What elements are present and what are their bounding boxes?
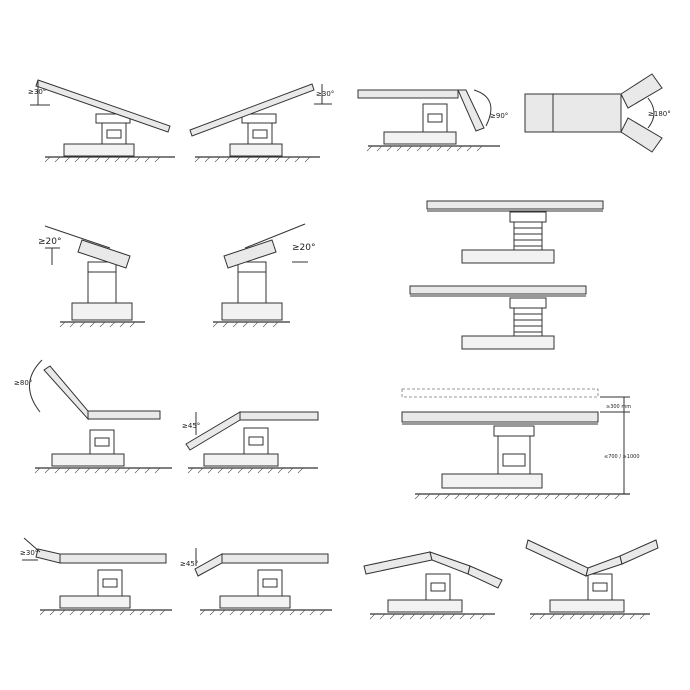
panel-back-plate-down: ≥45° bbox=[182, 411, 319, 474]
table-top bbox=[35, 79, 171, 133]
control-panel bbox=[252, 129, 268, 139]
control-panel bbox=[430, 582, 446, 592]
column-head bbox=[509, 211, 547, 223]
table-column bbox=[513, 221, 543, 251]
panel-slide-top-left bbox=[426, 200, 604, 264]
table-base bbox=[229, 143, 283, 157]
control-panel bbox=[502, 453, 526, 467]
back-plate bbox=[363, 551, 433, 575]
angle-label: ≥180° bbox=[648, 110, 671, 118]
panel-trendelenburg: ≥30° bbox=[28, 79, 175, 163]
table-base bbox=[441, 473, 543, 489]
head-plate bbox=[35, 548, 61, 564]
leg-plate bbox=[457, 89, 485, 132]
angle-label: ≥20° bbox=[292, 243, 316, 253]
angle-label: ≥90° bbox=[490, 112, 508, 120]
back-plate bbox=[525, 539, 589, 577]
table-base bbox=[71, 302, 133, 321]
table-base bbox=[383, 131, 457, 145]
table-base bbox=[549, 599, 625, 613]
angle-label: ≥30° bbox=[20, 549, 38, 557]
control-panel bbox=[94, 437, 110, 447]
angle-label: ≥30° bbox=[316, 90, 334, 98]
table-base bbox=[461, 335, 555, 350]
panel-back-plate-up: ≥80° bbox=[14, 359, 172, 474]
column-head bbox=[509, 297, 547, 309]
table-top bbox=[409, 285, 587, 295]
panel-leg-plate-down: ≥90° bbox=[357, 89, 508, 152]
table-top bbox=[401, 411, 599, 423]
table-column bbox=[87, 271, 117, 304]
table-base bbox=[387, 599, 463, 613]
column-head bbox=[241, 113, 277, 124]
table-top bbox=[59, 553, 167, 564]
table-column bbox=[237, 271, 267, 304]
table-base bbox=[51, 453, 125, 467]
table-base bbox=[219, 595, 291, 609]
table-top bbox=[223, 239, 277, 269]
panel-reflex-position bbox=[525, 539, 659, 620]
leg-plate bbox=[467, 565, 503, 589]
head-plate bbox=[524, 93, 554, 133]
panel-head-plate-down: ≥45° bbox=[180, 548, 332, 616]
table-top bbox=[221, 553, 329, 564]
angle-label: ≥80° bbox=[14, 379, 32, 387]
travel-label: ≥300 mm bbox=[606, 404, 631, 410]
panel-lateral-tilt-right: ≥20° bbox=[212, 223, 316, 328]
head-plate bbox=[194, 553, 223, 577]
panel-reverse-trendelenburg: ≥30° bbox=[189, 83, 334, 163]
seat-plate bbox=[585, 555, 623, 577]
angle-label: ≥45° bbox=[180, 560, 198, 568]
column-head bbox=[237, 261, 267, 273]
panel-slide-top-right bbox=[409, 285, 587, 350]
table-base bbox=[221, 302, 283, 321]
back-plate bbox=[185, 411, 241, 451]
panel-leg-plate-split: ≥180° bbox=[524, 73, 671, 153]
table-top bbox=[189, 83, 315, 137]
panel-lateral-tilt-left: ≥20° bbox=[38, 225, 145, 328]
control-panel bbox=[106, 129, 122, 139]
control-panel bbox=[427, 113, 443, 123]
column-head bbox=[87, 261, 117, 273]
table-base bbox=[63, 143, 135, 157]
seat-plate bbox=[429, 551, 471, 575]
table-top-raised-outline bbox=[401, 388, 599, 398]
leg-plate bbox=[619, 539, 659, 565]
panel-flex-position bbox=[363, 551, 503, 620]
table-top bbox=[426, 200, 604, 210]
panel-height-range: ≥300 mm ≤700 / ≥1000 bbox=[401, 388, 640, 500]
leg-plate-left bbox=[620, 73, 663, 109]
control-panel bbox=[248, 436, 264, 446]
angle-label: ≥45° bbox=[182, 422, 200, 430]
table-base bbox=[461, 249, 555, 264]
table-top bbox=[552, 93, 622, 133]
table-base bbox=[203, 453, 279, 467]
angle-label: ≥20° bbox=[38, 237, 62, 247]
table-top bbox=[239, 411, 319, 421]
control-panel bbox=[102, 578, 118, 588]
back-plate bbox=[43, 365, 89, 421]
panel-head-plate-up: ≥30° bbox=[20, 537, 172, 616]
table-top bbox=[87, 410, 161, 420]
height-label: ≤700 / ≥1000 bbox=[604, 454, 640, 460]
table-top bbox=[357, 89, 459, 99]
table-top bbox=[77, 239, 131, 269]
column-head bbox=[493, 425, 535, 437]
leg-plate-right bbox=[620, 117, 663, 153]
angle-label: ≥30° bbox=[28, 88, 46, 96]
control-panel bbox=[592, 582, 608, 592]
control-panel bbox=[262, 578, 278, 588]
table-base bbox=[59, 595, 131, 609]
